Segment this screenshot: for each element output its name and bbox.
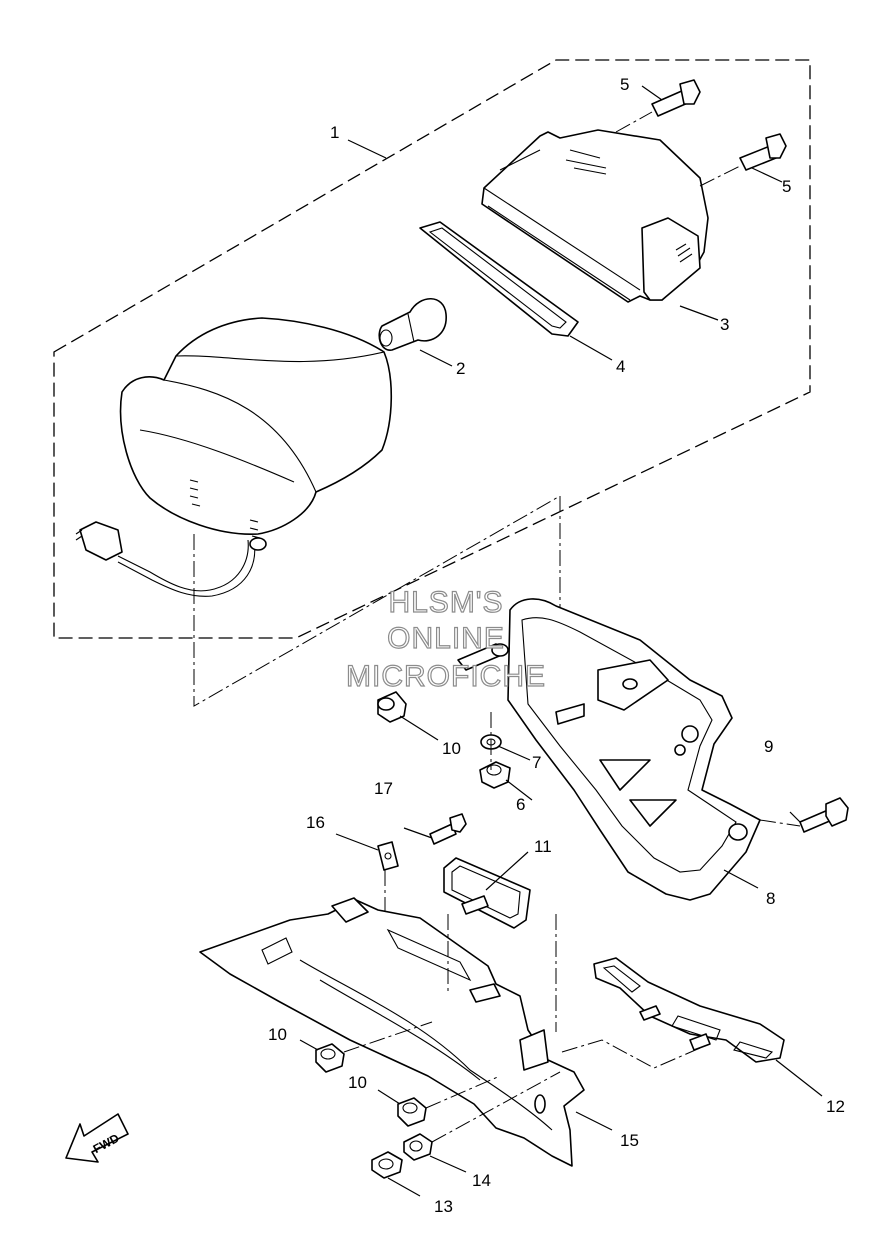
callout-14: 14	[472, 1171, 491, 1190]
gasket-11	[443, 857, 531, 929]
callout-3: 3	[720, 315, 729, 334]
bracket-8	[507, 598, 761, 901]
callout-7: 7	[532, 753, 541, 772]
watermark-line1: HLSM'S	[388, 586, 503, 619]
chain-line-screw-5b	[699, 165, 741, 187]
callout-9: 9	[764, 737, 773, 756]
callout-5-top: 5	[620, 75, 629, 94]
flange-nut-10-left	[315, 1043, 345, 1073]
callout-15: 15	[620, 1131, 639, 1150]
bracket-stud	[457, 643, 509, 671]
screw-5-top	[651, 79, 701, 117]
chain-line-screw-5a	[615, 111, 653, 133]
screw-5-right	[739, 133, 787, 171]
rear-fender-15	[199, 897, 585, 1167]
watermark-line2: ONLINE	[387, 622, 505, 655]
chain-line-12	[555, 914, 701, 1069]
callout-10-top: 10	[442, 739, 461, 758]
chain-line-lower	[343, 1021, 561, 1143]
callout-10-lower: 10	[348, 1073, 367, 1092]
callout-13: 13	[434, 1197, 453, 1216]
watermark-line3: MICROFICHE	[346, 660, 546, 693]
leader-lines	[299, 85, 823, 1197]
callout-5-right: 5	[782, 177, 791, 196]
stud-11	[461, 895, 489, 915]
chain-line-lens	[193, 495, 561, 707]
lens-housing-3	[481, 129, 709, 303]
bulb-2	[378, 298, 447, 351]
forward-arrow-icon: FWD	[65, 1113, 129, 1163]
screw-17	[429, 813, 467, 845]
callout-2: 2	[456, 359, 465, 378]
callout-12: 12	[826, 1097, 845, 1116]
callout-8: 8	[766, 889, 775, 908]
wire-harness	[75, 521, 267, 597]
callout-6: 6	[516, 795, 525, 814]
callout-17: 17	[374, 779, 393, 798]
part-number-callouts: 1 2 3 4 5 5 6 7 8 9 10 10 10 11 12 13 14…	[268, 75, 845, 1216]
callout-11: 11	[534, 837, 552, 856]
callout-16: 16	[306, 813, 325, 832]
tail-light-lens	[119, 317, 393, 539]
flange-nut-10-top	[377, 691, 407, 723]
bolt-9	[799, 797, 849, 833]
callout-1: 1	[330, 123, 339, 142]
clip-16	[377, 841, 399, 871]
nut-6	[479, 761, 511, 789]
watermark: HLSM'S ONLINE MICROFICHE	[345, 585, 546, 693]
spacer-14	[403, 1133, 433, 1161]
gasket-4	[419, 221, 579, 337]
license-bracket-12	[593, 957, 785, 1063]
callout-4: 4	[616, 357, 625, 376]
chain-line-bolt-9	[759, 819, 801, 827]
flange-nut-10-lower	[397, 1097, 427, 1127]
callout-10-left: 10	[268, 1025, 287, 1044]
assembly-1-boundary	[53, 59, 811, 639]
nut-13	[371, 1151, 403, 1179]
